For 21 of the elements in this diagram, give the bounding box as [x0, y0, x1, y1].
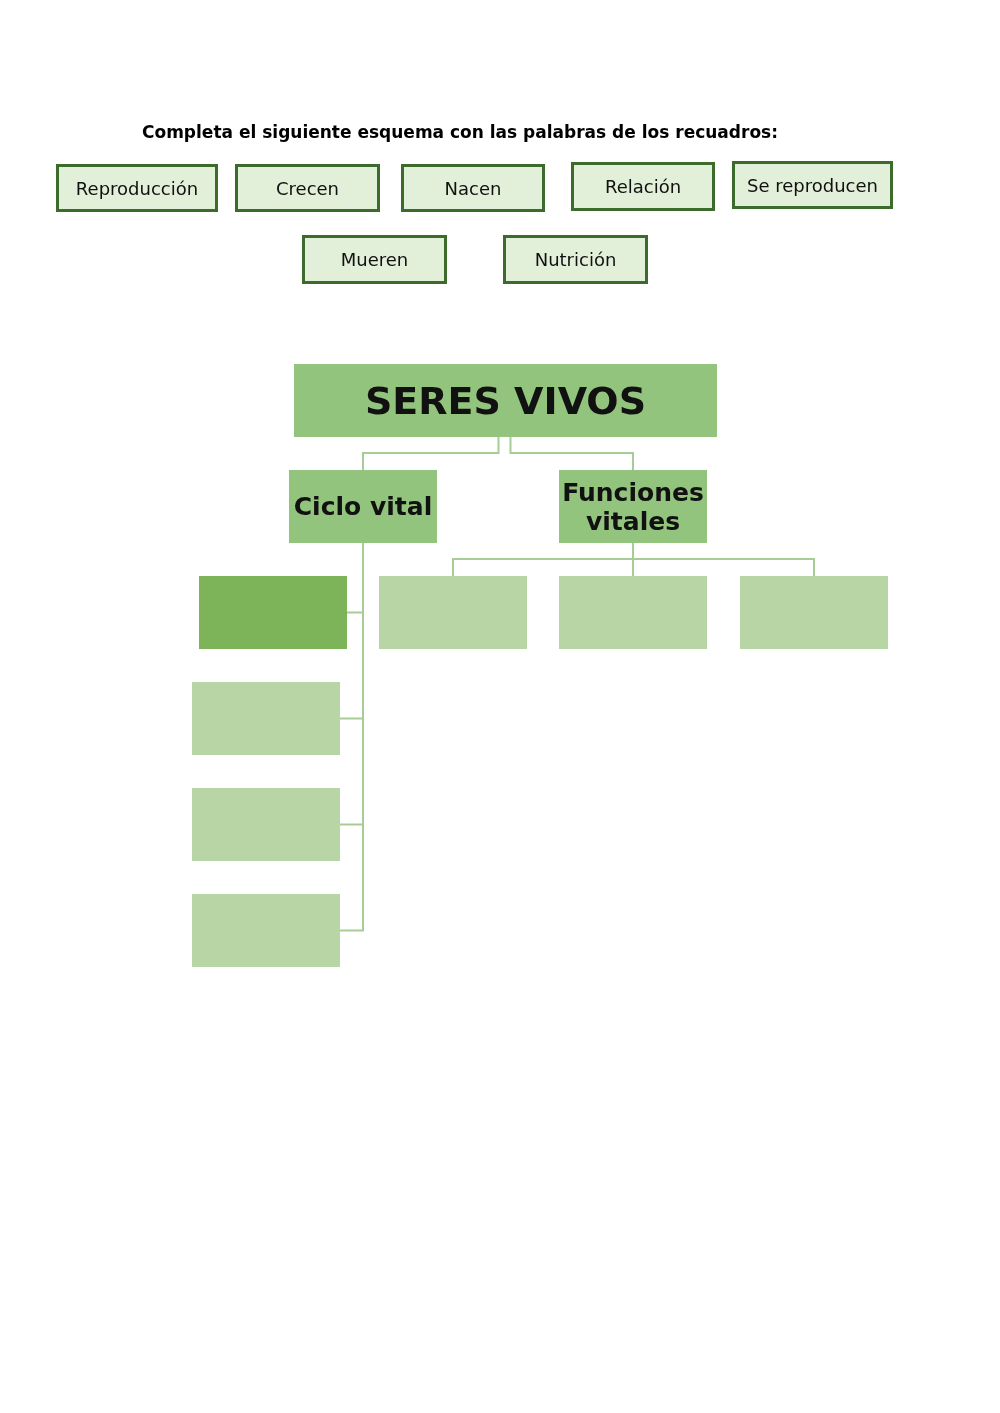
word-card: Crecen — [235, 164, 380, 212]
instruction-text: Completa el siguiente esquema con las palabras de los recuadros: — [142, 122, 778, 142]
word-card: Relación — [571, 162, 715, 211]
answer-box — [192, 682, 340, 755]
category-box: Funciones vitales — [559, 470, 707, 543]
connector-line — [509, 436, 634, 471]
answer-box — [559, 576, 707, 649]
word-card: Mueren — [302, 235, 447, 284]
answer-box — [740, 576, 888, 649]
word-card: Reproducción — [56, 164, 218, 212]
word-card: Nutrición — [503, 235, 648, 284]
answer-box — [192, 894, 340, 967]
connector-line — [632, 542, 815, 577]
answer-box — [379, 576, 527, 649]
answer-box — [199, 576, 347, 649]
answer-box — [192, 788, 340, 861]
category-box: Ciclo vital — [289, 470, 437, 543]
word-card: Se reproducen — [732, 161, 893, 209]
connector-line — [362, 436, 500, 471]
title-box: SERES VIVOS — [294, 364, 717, 437]
word-card: Nacen — [401, 164, 545, 212]
